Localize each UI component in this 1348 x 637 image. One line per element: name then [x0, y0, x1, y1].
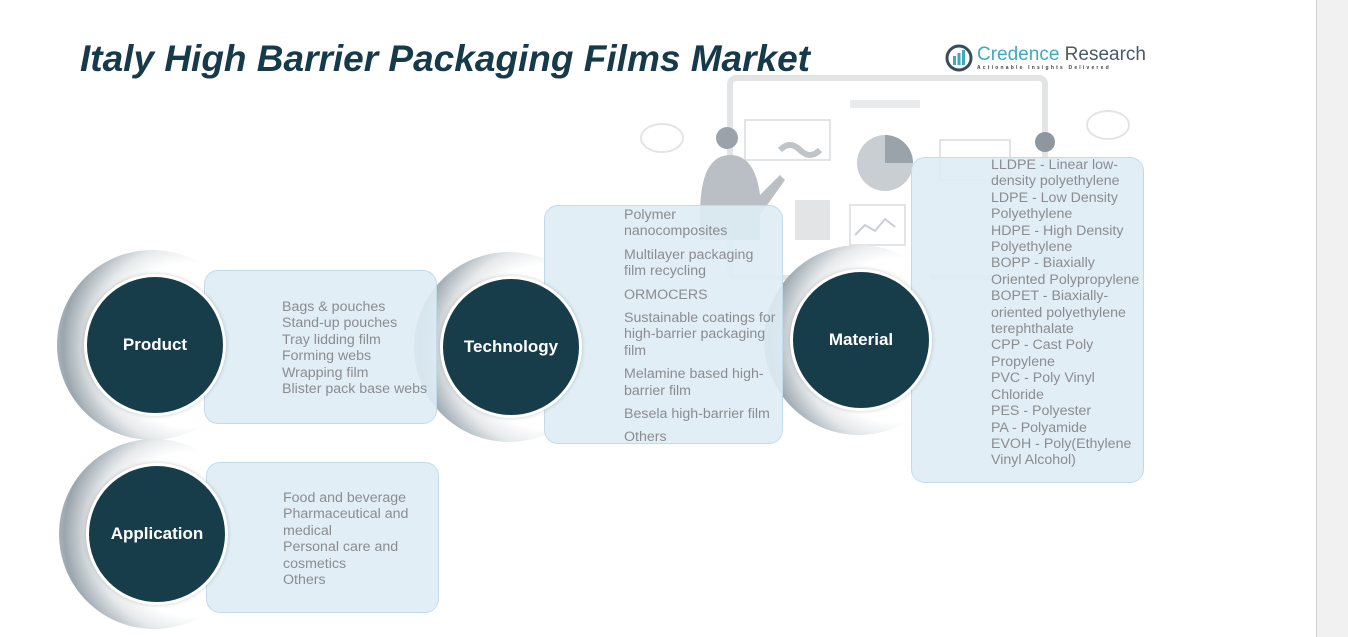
- material-item: BOPET - Biaxially-oriented polyethylene …: [991, 288, 1126, 338]
- logo-name: Credence: [977, 44, 1060, 65]
- material-item: PES - Polyester: [991, 403, 1092, 420]
- application-item: Personal care and cosmetics: [283, 539, 399, 572]
- technology-item: Sustainable coatings for high-barrier pa…: [624, 310, 776, 359]
- technology-item: Besela high-barrier film: [624, 406, 770, 423]
- technology-item: Others: [624, 429, 667, 446]
- application-box: [206, 462, 439, 613]
- product-item: Blister pack base webs: [282, 381, 428, 398]
- application-circle: Application: [86, 463, 228, 605]
- material-item: LDPE - Low Density Polyethylene: [991, 189, 1118, 223]
- technology-item: ORMOCERS: [624, 286, 708, 303]
- product-item: Tray lidding film: [282, 331, 381, 348]
- credence-research-logo: Credence Research Actionable Insights De…: [945, 44, 1146, 72]
- product-item: Bags & pouches: [282, 299, 386, 315]
- product-box: [204, 270, 437, 424]
- material-box: [911, 157, 1144, 483]
- material-item: LLDPE - Linear low-density polyethylene: [991, 157, 1120, 190]
- logo-icon: [945, 44, 973, 72]
- application-item: Pharmaceutical and medical: [283, 506, 409, 539]
- product-circle: Product: [84, 274, 226, 416]
- material-circle: Material: [790, 269, 932, 411]
- technology-circle: Technology: [440, 276, 582, 418]
- material-item: CPP - Cast Poly Propylene: [991, 337, 1094, 370]
- product-item: Wrapping film: [282, 364, 369, 381]
- application-item: Others: [283, 572, 326, 589]
- technology-item: Melamine based high-barrier film: [624, 366, 764, 399]
- product-item: Stand-up pouches: [282, 315, 398, 332]
- logo-name-2: Research: [1059, 44, 1146, 65]
- application-item: Food and beverage: [283, 490, 407, 506]
- material-item: EVOH - Poly(Ethylene Vinyl Alcohol): [991, 435, 1132, 469]
- logo-tagline: Actionable Insights Delivered: [977, 65, 1111, 71]
- material-item: PVC - Poly Vinyl Chloride: [991, 370, 1095, 403]
- material-item: PA - Polyamide: [991, 419, 1087, 436]
- scrollbar[interactable]: [1316, 0, 1348, 637]
- technology-item: Multilayer packaging film recycling: [624, 246, 754, 280]
- product-item: Forming webs: [282, 348, 372, 365]
- technology-item: Polymer nanocomposites: [624, 207, 728, 240]
- material-item: BOPP - Biaxially Oriented Polypropylene: [991, 255, 1140, 288]
- technology-box: [544, 205, 783, 444]
- page-title: Italy High Barrier Packaging Films Marke…: [80, 38, 810, 79]
- material-item: HDPE - High Density Polyethylene: [991, 222, 1124, 256]
